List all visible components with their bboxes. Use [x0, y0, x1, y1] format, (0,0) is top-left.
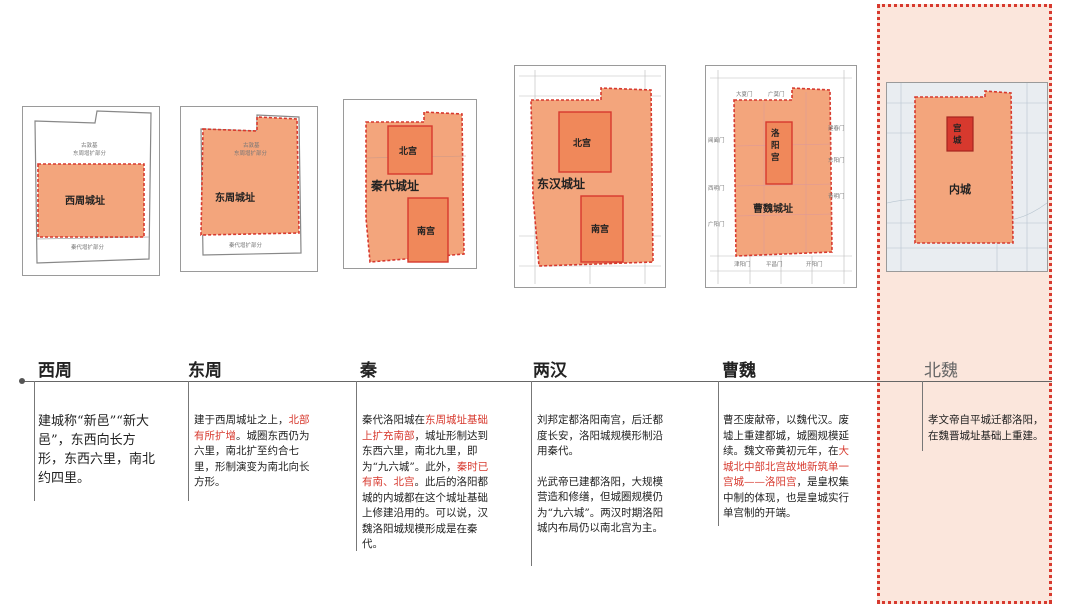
timeline-axis: [22, 381, 1052, 382]
caowei-gate-6: 建春门: [828, 124, 845, 132]
era-xizhou: 西周: [38, 361, 72, 381]
svg-text:宫: 宫: [771, 152, 780, 163]
timeline-tick-qin: [356, 381, 357, 551]
dongzhou-note-top: 古敦基: [243, 141, 260, 149]
map-caowei: 洛 阳 宫 曹魏城址 阊阖门 西明门 广阳门 津阳门 平昌门 开阳门 建春门 东…: [705, 65, 857, 288]
han-south-palace: 南宫: [591, 223, 609, 235]
era-qin: 秦: [360, 361, 377, 381]
svg-text:阳: 阳: [771, 141, 780, 151]
timeline-tick-caowei: [718, 381, 719, 526]
caowei-map-label: 曹魏城址: [753, 202, 793, 215]
caowei-palace: 洛: [771, 128, 780, 139]
desc-dongzhou: 建于西周城址之上，北部有所扩增。城圈东西仍为六里，南北扩至约合七里，形制演变为南…: [194, 414, 310, 488]
map-qin: 北宫 秦代城址 南宫: [343, 99, 477, 269]
beiwei-map-label: 内城: [949, 182, 971, 196]
caowei-gate-0: 阊阖门: [708, 136, 725, 144]
beiwei-palace: 宫: [953, 123, 962, 134]
dongzhou-map-label: 东周城址: [215, 191, 255, 204]
dongzhou-note-bottom: 秦代增扩部分: [229, 241, 263, 249]
caowei-gate-9: 大夏门: [736, 90, 753, 98]
han-north-palace: 北宫: [573, 137, 591, 149]
map-xizhou: 古敦基 东周增扩部分 西周城址 秦代增扩部分: [22, 106, 160, 276]
xizhou-note-top: 古敦基: [81, 141, 98, 149]
caowei-gate-5: 开阳门: [806, 260, 823, 268]
caowei-gate-8: 青明门: [828, 192, 845, 200]
caowei-gate-10: 广莫门: [768, 90, 785, 98]
caowei-gate-3: 津阳门: [734, 260, 751, 268]
svg-text:东周增扩部分: 东周增扩部分: [73, 149, 107, 157]
era-caowei: 曹魏: [722, 361, 756, 381]
desc-qin: 秦代洛阳城在东周城址基础上扩充南部，城址形制达到东西六里，南北九里，即为“九六城…: [362, 414, 489, 550]
caowei-gate-7: 东阳门: [828, 156, 845, 164]
qin-south-palace: 南宫: [417, 225, 435, 237]
map-beiwei: 宫 城 内城: [886, 82, 1048, 272]
desc-han: 刘邦定都洛阳南宫，后迁都度长安，洛阳城规模形制沿用秦代。 光武帝已建都洛阳，大规…: [537, 414, 664, 534]
qin-map-label: 秦代城址: [370, 178, 419, 193]
timeline-start-dot: [19, 378, 25, 384]
map-han: 北宫 东汉城址 南宫: [514, 65, 666, 288]
caowei-gate-4: 平昌门: [766, 260, 783, 268]
caowei-gate-2: 广阳门: [708, 220, 725, 228]
desc-caowei: 曹丕废献帝，以魏代汉。废墟上重建都城，城圈规模延续。魏文帝黄初元年，在大城北中部…: [723, 414, 849, 519]
svg-text:城: 城: [953, 135, 962, 146]
caowei-gate-1: 西明门: [708, 184, 725, 192]
xizhou-note-bottom: 秦代增扩部分: [71, 243, 105, 251]
qin-north-palace: 北宫: [399, 145, 417, 157]
desc-beiwei: 孝文帝自平城迁都洛阳，在魏晋城址基础上重建。: [928, 414, 1044, 442]
han-map-label: 东汉城址: [537, 176, 585, 191]
era-beiwei: 北魏: [924, 361, 958, 381]
timeline-tick-dongzhou: [188, 381, 189, 501]
xizhou-map-label: 西周城址: [65, 194, 105, 207]
svg-text:东周增扩部分: 东周增扩部分: [234, 149, 268, 157]
timeline-tick-xizhou: [34, 381, 35, 501]
desc-xizhou: 建城称“新邑”“新大邑”，东西向长方形，东西六里，南北约四里。: [38, 414, 156, 486]
timeline-tick-beiwei: [922, 381, 923, 451]
era-han: 两汉: [533, 361, 567, 381]
map-dongzhou: 古敦基 东周增扩部分 东周城址 秦代增扩部分: [180, 106, 318, 272]
timeline-tick-han: [531, 381, 532, 566]
era-dongzhou: 东周: [188, 361, 222, 381]
